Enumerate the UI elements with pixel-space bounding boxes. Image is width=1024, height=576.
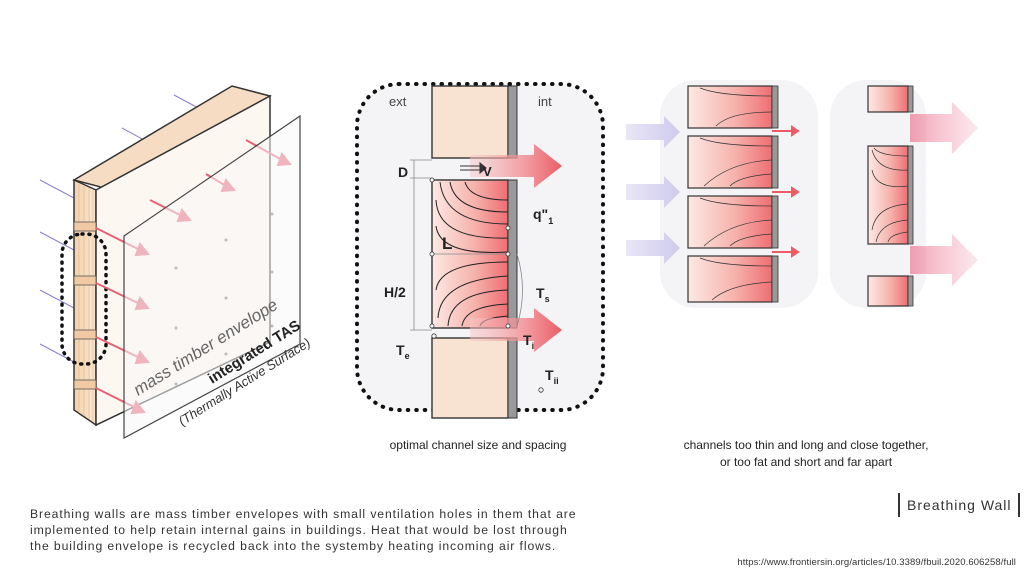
left-isometric-wall: mass timber envelope integrated TAS (The… bbox=[39, 85, 313, 440]
description-text: Breathing walls are mass timber envelope… bbox=[30, 507, 577, 553]
middle-channel-diagram: ext int D V L H/2 q"1 Ts Te Ti Tii optim… bbox=[355, 82, 605, 452]
L-label: L bbox=[442, 234, 452, 253]
fat-pink-arrows bbox=[910, 102, 978, 286]
Ti-label: Ti bbox=[523, 332, 534, 351]
lower-wood-block bbox=[431, 337, 509, 419]
Te-label: Te bbox=[396, 342, 410, 361]
thin-red-arrows bbox=[772, 125, 800, 258]
thin-flow-lines bbox=[699, 87, 773, 301]
edge-channels bbox=[73, 221, 97, 390]
D-label: D bbox=[398, 164, 408, 180]
tas-layer-bot bbox=[507, 337, 518, 419]
Ts-label: Ts bbox=[536, 285, 550, 304]
tas-layer-top bbox=[507, 85, 518, 159]
upper-air-arrow bbox=[470, 144, 562, 188]
ext-label: ext bbox=[389, 94, 407, 109]
middle-caption: optimal channel size and spacing bbox=[390, 438, 567, 452]
source-url[interactable]: https://www.frontiersin.org/articles/10.… bbox=[737, 557, 1016, 568]
lower-air-arrow bbox=[470, 308, 562, 352]
node-points bbox=[429, 177, 544, 393]
q-label: q"1 bbox=[533, 206, 553, 226]
tas-panel bbox=[123, 114, 301, 440]
V-label: V bbox=[483, 164, 492, 179]
fat-channel-blocks bbox=[867, 85, 914, 307]
thin-channel-blocks bbox=[687, 85, 779, 303]
channel-highlight bbox=[60, 232, 108, 366]
breathing-wall-badge: Breathing Wall bbox=[898, 493, 1020, 517]
velocity-marker bbox=[460, 161, 487, 175]
dimension-lines bbox=[410, 159, 523, 331]
H2-label: H/2 bbox=[384, 284, 406, 300]
int-label: int bbox=[538, 94, 552, 109]
heat-flow-lines bbox=[435, 181, 509, 327]
fat-flow-lines bbox=[871, 147, 909, 243]
right-caption-line2: or too fat and short and far apart bbox=[720, 455, 893, 469]
right-comparison-diagram: channels too thin and long and close tog… bbox=[626, 80, 978, 469]
right-caption-line1: channels too thin and long and close tog… bbox=[684, 438, 929, 452]
tas-dots bbox=[174, 212, 274, 386]
Tii-label: Tii bbox=[545, 367, 559, 386]
incoming-purple-arrows bbox=[626, 116, 680, 264]
upper-wood-block bbox=[431, 85, 509, 159]
